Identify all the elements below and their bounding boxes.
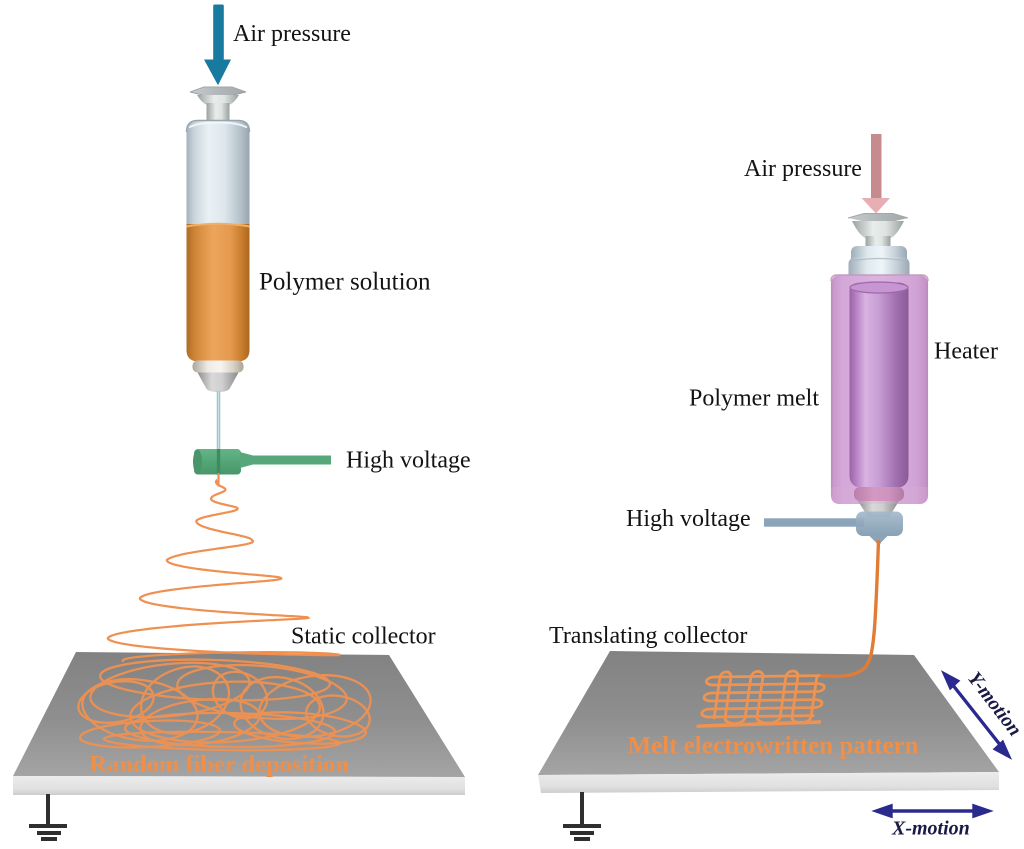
svg-text:Polymer solution: Polymer solution <box>259 269 431 296</box>
svg-text:Polymer melt: Polymer melt <box>689 386 819 412</box>
svg-text:Air pressure: Air pressure <box>233 21 351 47</box>
svg-text:Y-motion: Y-motion <box>963 668 1024 741</box>
svg-text:Air pressure: Air pressure <box>744 156 862 182</box>
svg-text:X-motion: X-motion <box>891 818 970 840</box>
svg-text:Random fiber deposition: Random fiber deposition <box>90 751 350 778</box>
svg-text:Translating collector: Translating collector <box>549 623 747 649</box>
svg-text:High voltage: High voltage <box>626 506 751 532</box>
svg-text:Static collector: Static collector <box>291 624 436 650</box>
svg-text:Melt electrowritten pattern: Melt electrowritten pattern <box>628 733 919 760</box>
svg-text:High voltage: High voltage <box>346 448 471 474</box>
svg-text:Heater: Heater <box>934 339 998 365</box>
